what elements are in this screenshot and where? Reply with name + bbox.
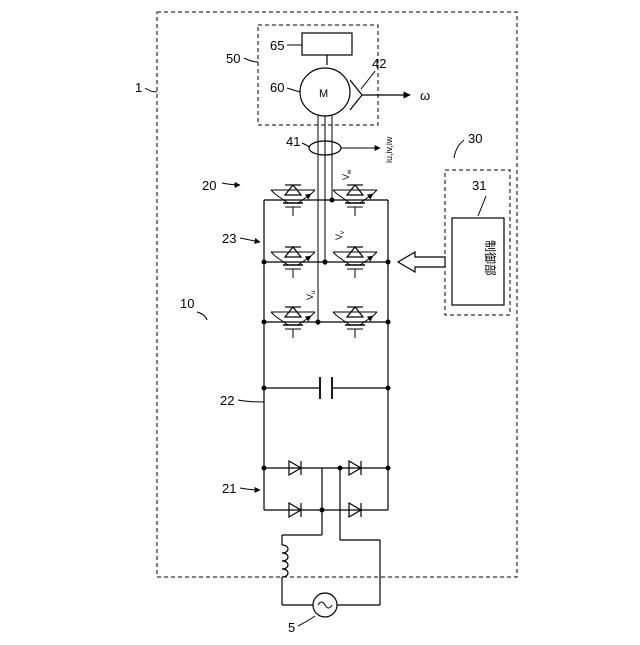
drive-unit-label: 10 — [180, 296, 194, 311]
rectifier — [264, 461, 388, 517]
inverter-leg-w — [264, 185, 388, 216]
omega-label: ω — [420, 88, 430, 103]
motor-symbol: M — [319, 88, 328, 100]
ac-source-label: 5 — [288, 620, 295, 635]
capacitor-label: 22 — [220, 393, 234, 408]
control-unit-label: 30 — [468, 131, 482, 146]
controller-text: 制御部 — [483, 240, 498, 276]
current-sensor-label: 41 — [286, 134, 300, 149]
currents-label: iu,iv,iw — [384, 136, 394, 163]
motor-unit-label: 50 — [226, 51, 240, 66]
controller-label: 31 — [472, 178, 486, 193]
switching-circuit-label: 23 — [222, 231, 236, 246]
rectifier-label: 21 — [222, 481, 236, 496]
system-label: 1 — [135, 80, 142, 95]
load-box — [302, 33, 352, 55]
vu-label: Vu — [305, 291, 317, 300]
encoder-label: 42 — [372, 56, 386, 71]
motor-label: 60 — [270, 80, 284, 95]
control-signal-arrow — [398, 252, 445, 272]
system-frame — [157, 12, 517, 577]
encoder — [350, 80, 362, 110]
vw-label: Vw — [341, 169, 353, 180]
load-label: 65 — [270, 38, 284, 53]
inverter-leg-u — [264, 307, 388, 338]
inverter-unit-label: 20 — [202, 178, 216, 193]
vv-label: Vv — [334, 231, 346, 240]
reactor-coil — [282, 545, 288, 577]
